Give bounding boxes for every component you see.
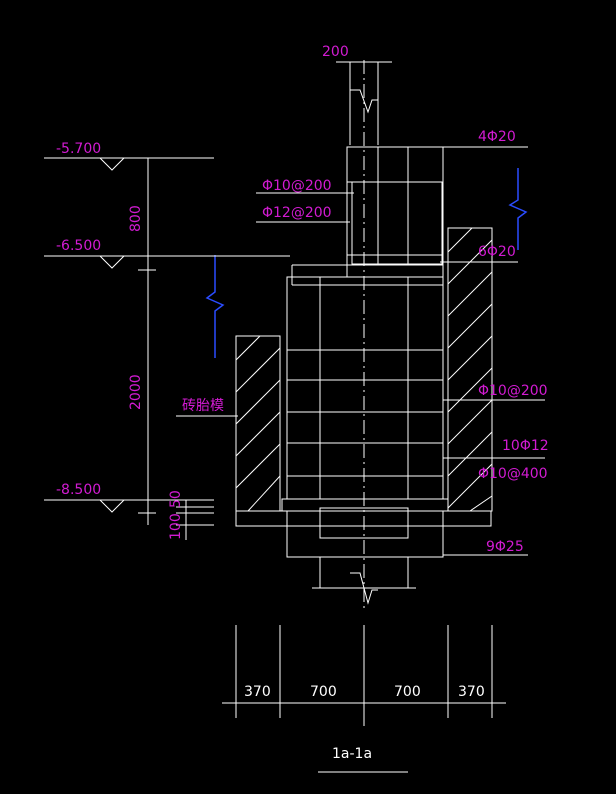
elevation-1: -5.700: [56, 141, 101, 157]
elevation-2: -6.500: [56, 238, 101, 254]
rebar-4phi20: 4Φ20: [478, 129, 516, 145]
dim-bottom-4: 370: [458, 684, 485, 700]
top-break: [336, 61, 392, 145]
rebar-phi12-200: Φ12@200: [262, 205, 332, 221]
brick-wall-right: [447, 227, 493, 512]
rebar-10phi12: 10Φ12: [502, 438, 549, 454]
section-title: 1a-1a: [332, 746, 372, 762]
bottom-dimensions: [222, 625, 506, 726]
rebar-leaders: [256, 192, 545, 556]
dim-2000: 2000: [128, 374, 144, 410]
dim-bottom-3: 700: [394, 684, 421, 700]
wall-label: 砖胎模: [182, 398, 224, 414]
rebar-9phi25: 9Φ25: [486, 539, 524, 555]
elevation-marks: [44, 157, 290, 540]
elevation-3: -8.500: [56, 482, 101, 498]
rebar-6phi20: 6Φ20: [478, 244, 516, 260]
brick-wall-left: [235, 335, 281, 512]
dim-800: 800: [128, 205, 144, 232]
rebar-phi10-200-a: Φ10@200: [262, 178, 332, 194]
dim-top-label: 200: [322, 44, 349, 60]
bottom-break: [312, 557, 416, 605]
dim-bottom-2: 700: [310, 684, 337, 700]
rebar-phi10-200-b: Φ10@200: [478, 383, 548, 399]
dim-100: 100: [168, 513, 184, 540]
rebar-phi10-400: Φ10@400: [478, 466, 548, 482]
break-line-lower-left: [205, 255, 225, 358]
dim-bottom-1: 370: [244, 684, 271, 700]
break-line-upper-right: [508, 168, 528, 250]
dim-50: 50: [168, 490, 184, 508]
